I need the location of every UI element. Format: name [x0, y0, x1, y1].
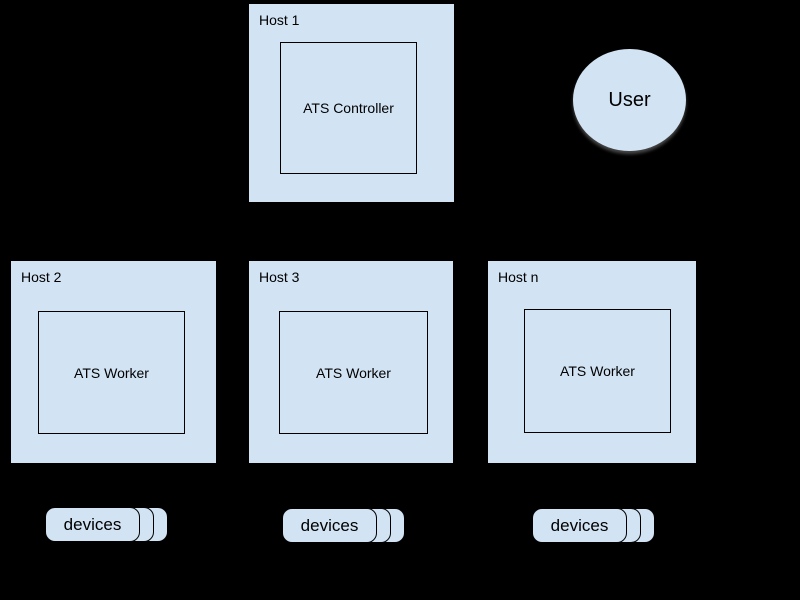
devices-stack-3-front-layer: devices [532, 508, 627, 543]
ats-controller-box: ATS Controller [280, 42, 417, 174]
host-2-box: Host 2 ATS Worker [10, 260, 217, 464]
devices-stack-3: devices [532, 508, 656, 544]
devices-stack-2-front-layer: devices [282, 508, 377, 543]
ats-worker-box-3: ATS Worker [524, 309, 671, 433]
ats-controller-label: ATS Controller [303, 100, 394, 116]
host-n-label: Host n [498, 269, 539, 285]
devices-stack-1: devices [45, 507, 169, 543]
devices-stack-2: devices [282, 508, 406, 544]
devices-label-1: devices [63, 514, 122, 534]
host-2-label: Host 2 [21, 269, 62, 285]
host-n-box: Host n ATS Worker [487, 260, 697, 464]
ats-worker-box-2: ATS Worker [279, 311, 428, 434]
devices-label-2: devices [300, 515, 359, 535]
ats-worker-label-1: ATS Worker [74, 364, 149, 381]
ats-worker-box-1: ATS Worker [38, 311, 185, 434]
host-3-label: Host 3 [259, 269, 300, 285]
host-1-box: Host 1 ATS Controller [248, 3, 455, 203]
ats-worker-label-3: ATS Worker [560, 363, 635, 379]
host-3-box: Host 3 ATS Worker [248, 260, 454, 464]
host-1-label: Host 1 [259, 12, 300, 28]
ats-worker-label-2: ATS Worker [316, 364, 391, 381]
devices-stack-1-front-layer: devices [45, 507, 140, 542]
user-label: User [608, 88, 651, 111]
devices-label-3: devices [550, 515, 609, 535]
user-circle: User [573, 49, 686, 151]
